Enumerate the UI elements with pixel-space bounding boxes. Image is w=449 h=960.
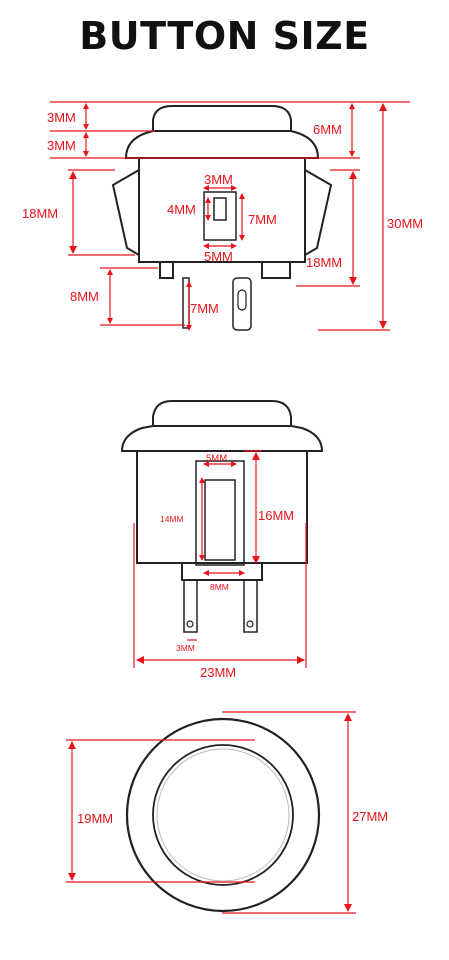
front-flange — [120, 425, 324, 452]
front-pin-right-hole — [246, 620, 254, 628]
label-body-height-right: 18MM — [306, 255, 342, 270]
label-slot-height-left: 4MM — [167, 202, 196, 217]
label-slot-base: 5MM — [204, 249, 233, 264]
label-terminal-height: 7MM — [190, 301, 219, 316]
label-body-height-left: 18MM — [22, 206, 58, 221]
side-bottom-step — [159, 262, 291, 279]
label-window-height: 16MM — [258, 508, 294, 523]
label-cap-height: 3MM — [47, 110, 76, 125]
label-slot-width: 3MM — [204, 172, 233, 187]
front-pin-left — [183, 579, 198, 633]
side-right-clip — [304, 169, 333, 256]
top-inner-ring — [152, 744, 294, 886]
label-body-width: 23MM — [200, 665, 236, 680]
front-pin-right — [243, 579, 258, 633]
front-view-dimensions — [133, 450, 307, 668]
side-terminal — [232, 277, 252, 331]
label-inner-height: 14MM — [160, 514, 184, 524]
label-inner-diameter: 19MM — [77, 811, 113, 826]
front-cap — [152, 400, 292, 426]
top-view — [125, 717, 321, 913]
front-view-labels: 5MM 14MM 16MM 8MM 3MM 23MM — [160, 453, 294, 680]
side-view — [111, 105, 333, 331]
front-pin-left-hole — [186, 620, 194, 628]
label-base-width: 8MM — [210, 582, 229, 592]
label-flange-height: 3MM — [47, 138, 76, 153]
side-slot-inner — [213, 197, 227, 221]
front-window — [195, 460, 245, 566]
label-overall-height: 30MM — [387, 216, 423, 231]
label-slot-height-right: 7MM — [248, 212, 277, 227]
front-base — [181, 563, 263, 581]
side-pin-left — [182, 277, 190, 329]
label-window-width: 5MM — [206, 453, 227, 464]
side-slot — [203, 191, 237, 241]
top-view-labels: 19MM 27MM — [77, 809, 388, 826]
label-top-total: 6MM — [313, 122, 342, 137]
front-window-inner — [204, 479, 236, 561]
label-pin-gap: 3MM — [176, 643, 195, 653]
side-view-labels: 3MM 3MM 6MM 30MM 18MM 18MM 3MM 4MM 7MM 5… — [22, 110, 423, 316]
side-flange — [124, 130, 320, 159]
top-outer-ring — [125, 717, 321, 913]
side-left-clip — [111, 169, 140, 256]
side-terminal-hole — [237, 289, 247, 311]
front-body — [136, 450, 308, 564]
side-view-dimensions — [50, 101, 410, 331]
label-outer-diameter: 27MM — [352, 809, 388, 824]
side-cap — [152, 105, 292, 131]
label-pin-height: 8MM — [70, 289, 99, 304]
page-title: BUTTON SIZE — [79, 14, 370, 58]
top-view-dimensions — [66, 711, 356, 914]
top-inner-ring-highlight — [156, 748, 290, 882]
